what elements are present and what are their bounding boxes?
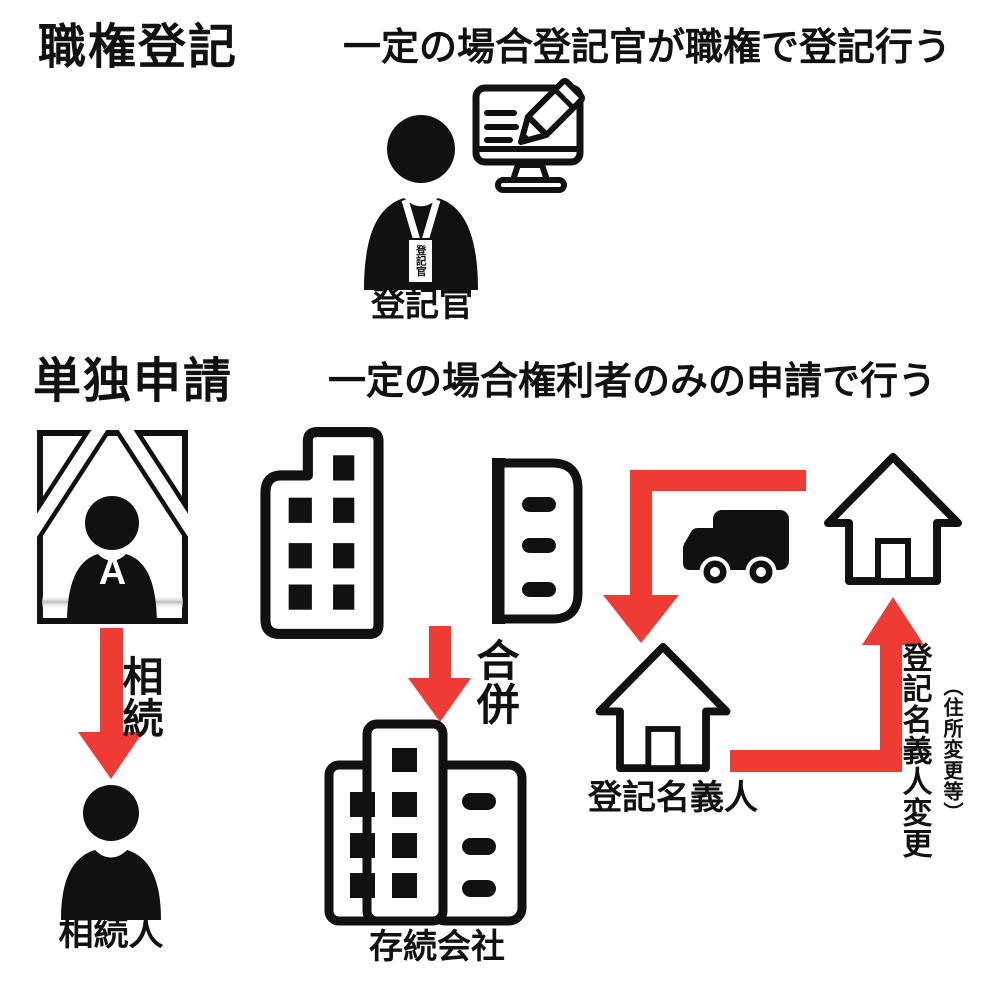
monitor-pencil-icon (472, 78, 585, 193)
funeral-portrait-icon (37, 430, 188, 624)
registrar-badge-text: 登記官 (414, 245, 427, 277)
elbow-arrow-up-icon (730, 597, 924, 772)
section-title-tandoku: 単独申請 (33, 355, 234, 408)
house-new-icon (824, 453, 962, 585)
deceased-initial: A (98, 551, 127, 593)
house-owner-icon (593, 642, 733, 773)
heir-person-icon (61, 785, 161, 920)
registrar-label: 登記官 (371, 286, 473, 324)
name-change-note: （住所変更等） (940, 676, 962, 823)
truck-icon (683, 510, 789, 588)
heir-label: 相続人 (58, 914, 164, 953)
merged-building-icon (324, 719, 527, 926)
section-description-shokken: 一定の場合登記官が職権で登記行う (343, 27, 952, 69)
owner-label: 登記名義人 (588, 779, 758, 817)
name-change-label: 登記名義人変更 (897, 642, 931, 859)
office-building-icon (260, 427, 384, 640)
inheritance-arrow-icon (78, 628, 143, 779)
small-building-icon (492, 458, 583, 624)
surviving-company-label: 存続会社 (369, 928, 505, 966)
merger-arrow-label: 合併 (470, 638, 519, 726)
section-title-shokken: 職権登記 (38, 21, 239, 74)
registrar-badge: 登記官 (407, 238, 434, 284)
merger-arrow-icon (408, 626, 471, 722)
inheritance-arrow-label: 相続 (116, 655, 163, 739)
section-description-tandoku: 一定の場合権利者のみの申請で行う (328, 361, 937, 403)
elbow-arrow-down-icon (603, 470, 806, 643)
